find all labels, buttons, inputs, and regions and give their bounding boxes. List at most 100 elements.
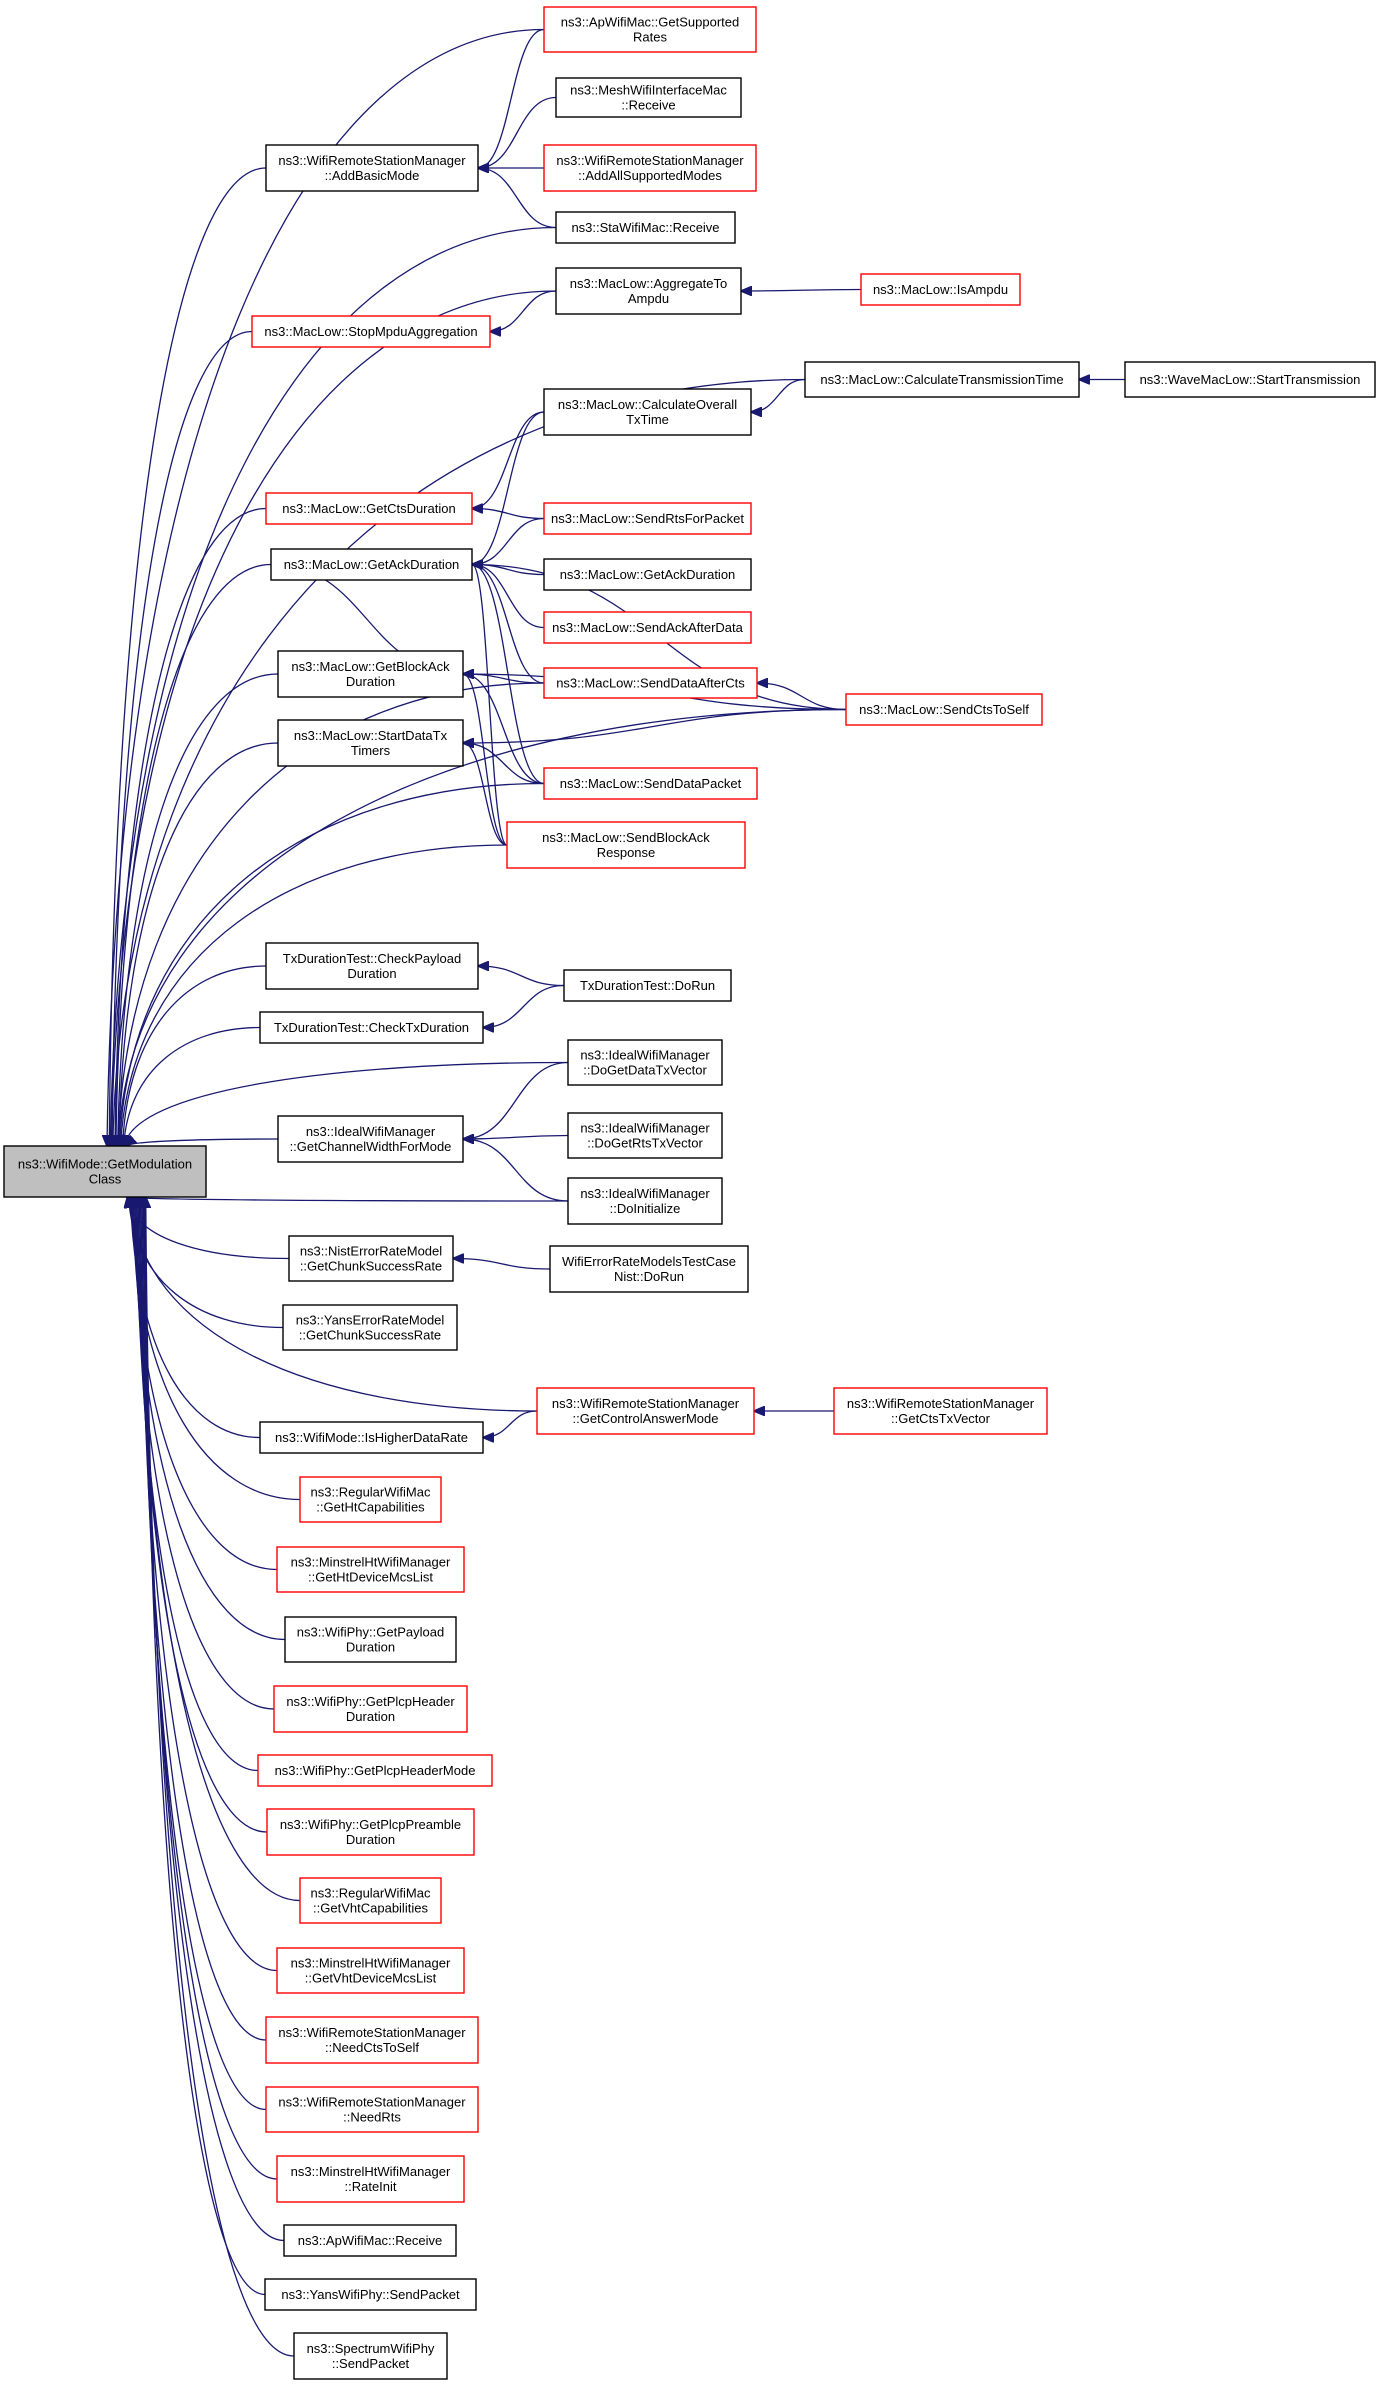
node-n_idealRts[interactable]: ns3::IdealWifiManager::DoGetRtsTxVector — [567, 1112, 723, 1159]
node-n_meshRecv[interactable]: ns3::MeshWifiInterfaceMac::Receive — [555, 77, 742, 118]
edge-n_sendBlockAck-to-root — [121, 844, 508, 1146]
node-label-line: ::NeedCtsToSelf — [325, 2040, 419, 2055]
node-layer: ns3::WifiMode::GetModulationClassns3::Ap… — [3, 6, 1376, 2380]
node-box — [293, 2332, 448, 2380]
node-box — [543, 6, 757, 53]
node-n_apRecv[interactable]: ns3::ApWifiMac::Receive — [283, 2224, 457, 2257]
node-label-line: ns3::MacLow::CalculateOverall — [558, 397, 737, 412]
node-box — [555, 211, 736, 244]
node-n_specSend[interactable]: ns3::SpectrumWifiPhy::SendPacket — [293, 2332, 448, 2380]
node-label-line: ns3::MacLow::StopMpduAggregation — [264, 324, 477, 339]
node-label-line: ::DoInitialize — [610, 1201, 681, 1216]
node-label-line: ns3::WifiRemoteStationManager — [847, 1396, 1035, 1411]
node-n_sendDataPacket[interactable]: ns3::MacLow::SendDataPacket — [543, 767, 758, 800]
node-n_yans[interactable]: ns3::YansErrorRateModel::GetChunkSuccess… — [282, 1304, 458, 1351]
node-label-line: Ampdu — [628, 291, 669, 306]
node-n_calcTrans[interactable]: ns3::MacLow::CalculateTransmissionTime — [804, 361, 1080, 398]
edge-n_yansSend-to-root — [145, 1197, 266, 2296]
edge-n_isAmpdu-to-n_aggr — [741, 290, 862, 292]
node-label-line: ns3::WifiMode::GetModulation — [18, 1157, 192, 1172]
node-n_addAll[interactable]: ns3::WifiRemoteStationManager::AddAllSup… — [543, 144, 757, 192]
node-label-line: ns3::MacLow::CalculateTransmissionTime — [820, 372, 1063, 387]
node-n_nist[interactable]: ns3::NistErrorRateModel::GetChunkSuccess… — [288, 1235, 454, 1282]
edge-n_calcOverall-to-n_getAck — [472, 411, 545, 565]
node-n_needRts[interactable]: ns3::WifiRemoteStationManager::NeedRts — [265, 2086, 479, 2133]
node-box — [265, 2086, 479, 2133]
node-n_sendRts[interactable]: ns3::MacLow::SendRtsForPacket — [543, 502, 752, 535]
node-n_regHt[interactable]: ns3::RegularWifiMac::GetHtCapabilities — [299, 1476, 442, 1523]
node-n_getCts[interactable]: ns3::MacLow::GetCtsDuration — [265, 492, 473, 525]
node-box — [555, 267, 742, 315]
node-n_sendDataAfterCts[interactable]: ns3::MacLow::SendDataAfterCts — [543, 667, 758, 699]
node-n_rateInit[interactable]: ns3::MinstrelHtWifiManager::RateInit — [276, 2155, 465, 2203]
node-box — [264, 2278, 477, 2311]
node-box — [277, 650, 464, 698]
node-n_addBasic[interactable]: ns3::WifiRemoteStationManager::AddBasicM… — [265, 144, 479, 192]
edge-n_nistTest-to-n_nist — [453, 1259, 551, 1270]
node-box — [567, 1177, 723, 1225]
node-n_yansSend[interactable]: ns3::YansWifiPhy::SendPacket — [264, 2278, 477, 2311]
node-n_getCtsTx[interactable]: ns3::WifiRemoteStationManager::GetCtsTxV… — [833, 1387, 1048, 1435]
node-box — [266, 1808, 475, 1856]
node-label-line: ns3::MacLow::SendRtsForPacket — [551, 511, 744, 526]
node-n_minVhtMcs[interactable]: ns3::MinstrelHtWifiManager::GetVhtDevice… — [276, 1947, 465, 1994]
node-n_idealInit[interactable]: ns3::IdealWifiManager::DoInitialize — [567, 1177, 723, 1225]
node-n_sendCtsToSelf[interactable]: ns3::MacLow::SendCtsToSelf — [845, 693, 1043, 726]
node-label-line: ::AddAllSupportedModes — [578, 168, 722, 183]
node-n_staRecv[interactable]: ns3::StaWifiMac::Receive — [555, 211, 736, 244]
node-n_idealData[interactable]: ns3::IdealWifiManager::DoGetDataTxVector — [567, 1039, 723, 1086]
edge-n_checkTx-to-root — [124, 1026, 261, 1147]
node-box — [1124, 361, 1376, 398]
node-n_sendAck[interactable]: ns3::MacLow::SendAckAfterData — [543, 611, 752, 644]
node-label-line: ns3::WifiRemoteStationManager — [278, 153, 466, 168]
edge-n_doRun-to-n_checkPayload — [478, 966, 565, 987]
node-n_doRun[interactable]: TxDurationTest::DoRun — [563, 969, 732, 1002]
edge-n_addBasic-to-root — [109, 167, 267, 1146]
node-n_isHigher[interactable]: ns3::WifiMode::IsHigherDataRate — [259, 1421, 484, 1454]
node-label-line: ns3::RegularWifiMac — [311, 1485, 431, 1500]
node-label-line: ns3::MacLow::AggregateTo — [570, 276, 728, 291]
node-n_idealChan[interactable]: ns3::IdealWifiManager::GetChannelWidthFo… — [277, 1115, 464, 1163]
node-n_stopMpdu[interactable]: ns3::MacLow::StopMpduAggregation — [251, 315, 491, 348]
node-n_waveStart[interactable]: ns3::WaveMacLow::StartTransmission — [1124, 361, 1376, 398]
node-n_ctrlAnswer[interactable]: ns3::WifiRemoteStationManager::GetContro… — [536, 1387, 755, 1435]
node-n_checkTx[interactable]: TxDurationTest::CheckTxDuration — [259, 1011, 484, 1044]
edge-n_doRun-to-n_checkTx — [483, 984, 565, 1028]
node-n_minHtMcs[interactable]: ns3::MinstrelHtWifiManager::GetHtDeviceM… — [276, 1546, 465, 1593]
node-box — [283, 2224, 457, 2257]
node-n_getAck[interactable]: ns3::MacLow::GetAckDuration — [270, 548, 473, 581]
node-label-line: ::GetVhtCapabilities — [313, 1901, 428, 1916]
node-label-line: ::DoGetRtsTxVector — [587, 1136, 703, 1151]
node-box — [288, 1235, 454, 1282]
node-box — [299, 1476, 442, 1523]
node-n_phyPlcpMode[interactable]: ns3::WifiPhy::GetPlcpHeaderMode — [257, 1754, 493, 1787]
edge-n_sendCtsToSelf-to-n_startData — [463, 708, 847, 744]
edge-n_sendBlockAck-to-n_startData — [463, 743, 508, 846]
node-box — [804, 361, 1080, 398]
node-label-line: TxDurationTest::CheckTxDuration — [274, 1020, 469, 1035]
node-n_isAmpdu[interactable]: ns3::MacLow::IsAmpdu — [860, 273, 1021, 306]
edge-n_sendBlockAck-to-n_getAck — [472, 565, 508, 846]
node-label-line: ::SendPacket — [332, 2356, 410, 2371]
node-n_needCts[interactable]: ns3::WifiRemoteStationManager::NeedCtsTo… — [265, 2016, 479, 2064]
edge-n_sendCtsToSelf-to-n_sendDataAfterCts — [757, 683, 847, 711]
node-label-line: ::GetChunkSuccessRate — [300, 1259, 442, 1274]
node-n_regVht[interactable]: ns3::RegularWifiMac::GetVhtCapabilities — [299, 1877, 442, 1924]
node-label-line: TxDurationTest::CheckPayload — [283, 951, 461, 966]
node-box — [549, 1245, 749, 1293]
node-label-line: ns3::MacLow::SendDataPacket — [560, 776, 742, 791]
node-label-line: ns3::WifiPhy::GetPayload — [297, 1625, 444, 1640]
node-n_getAck2[interactable]: ns3::MacLow::GetAckDuration — [543, 558, 752, 591]
